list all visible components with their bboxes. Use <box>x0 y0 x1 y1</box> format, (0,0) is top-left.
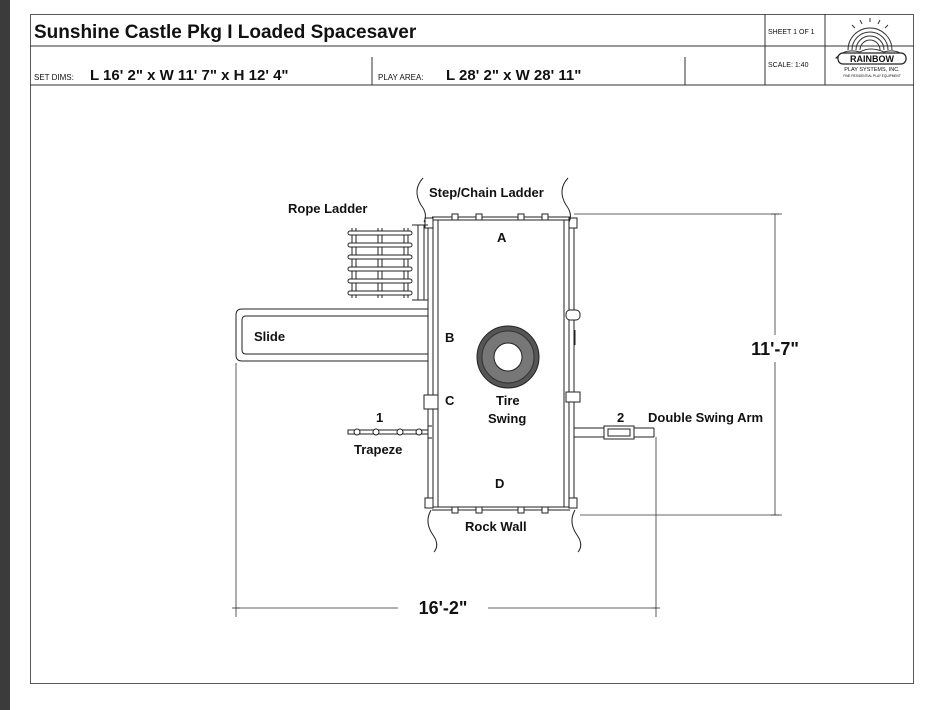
label-rock-wall: Rock Wall <box>465 519 527 534</box>
label-trapeze-number: 1 <box>376 410 383 425</box>
label-swing: Swing <box>488 411 526 426</box>
sheet-number: SHEET 1 OF 1 <box>768 29 815 36</box>
label-b: B <box>445 330 454 345</box>
dimension-width-label: 11'-7" <box>751 339 799 359</box>
slide-shape <box>235 308 428 362</box>
label-trapeze: Trapeze <box>354 442 402 457</box>
label-double-swing-arm: Double Swing Arm <box>648 410 763 425</box>
label-d: D <box>495 476 504 491</box>
drawing-title: Sunshine Castle Pkg I Loaded Spacesaver <box>34 22 417 43</box>
dimension-length-label: 16'-2" <box>419 598 468 618</box>
play-structure-plan <box>235 177 655 553</box>
rope-ladder-shape <box>347 224 428 301</box>
logo-name: RAINBOW <box>850 54 894 64</box>
trapeze-shape <box>347 425 432 439</box>
label-slide: Slide <box>254 329 285 344</box>
logo-company: PLAY SYSTEMS, INC. <box>844 67 900 73</box>
title-block-frame <box>30 14 914 86</box>
left-edge-bar <box>0 0 10 710</box>
label-a: A <box>497 230 507 245</box>
label-rope-ladder: Rope Ladder <box>288 201 367 216</box>
label-swing-arm-number: 2 <box>617 410 624 425</box>
rainbow-logo-icon: RAINBOW PLAY SYSTEMS, INC. FINE RESIDENT… <box>834 18 908 78</box>
play-area-label: PLAY AREA: <box>378 73 424 82</box>
set-dims-value: L 16' 2" x W 11' 7" x H 12' 4" <box>90 67 289 84</box>
label-c: C <box>445 393 455 408</box>
logo-tagline: FINE RESIDENTIAL PLAY EQUIPMENT <box>843 74 901 78</box>
set-dims-label: SET DIMS: <box>34 73 74 82</box>
play-area-value: L 28' 2" x W 28' 11" <box>446 67 581 84</box>
tire-swing-shape <box>476 325 540 389</box>
double-swing-arm-shape <box>574 425 655 440</box>
label-step-chain-ladder: Step/Chain Ladder <box>429 185 544 200</box>
scale-text: SCALE: 1:40 <box>768 62 809 69</box>
dimension-lines <box>232 213 782 617</box>
label-tire: Tire <box>496 393 520 408</box>
drawing-sheet-border <box>30 14 914 684</box>
